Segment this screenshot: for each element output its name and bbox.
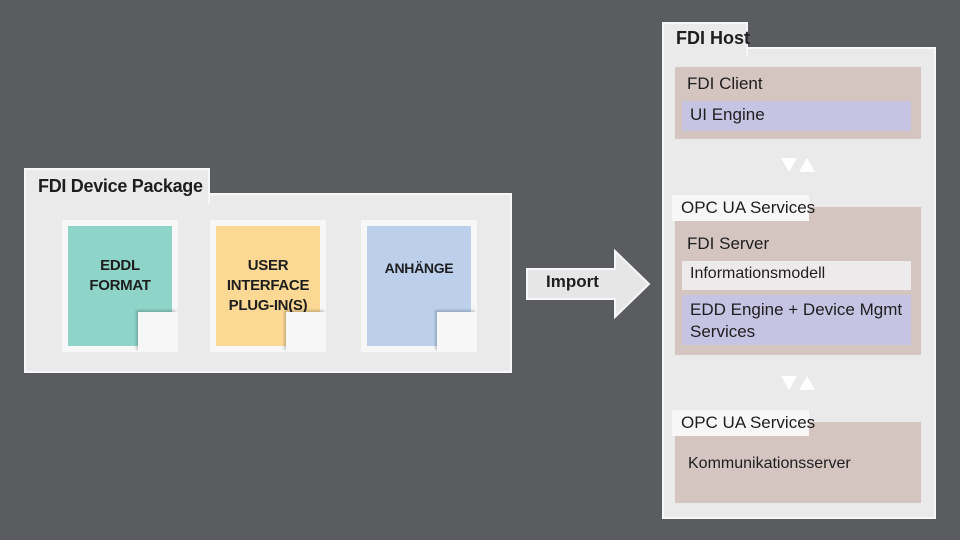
bidirectional-arrows-icon: [781, 158, 815, 172]
anhaenge-document: ANHÄNGE: [361, 220, 477, 352]
import-arrow-icon: [526, 249, 651, 319]
fdi-client-title: FDI Client: [687, 74, 763, 93]
ui-engine-box: [682, 101, 911, 131]
document-label: ANHÄNGE: [384, 260, 454, 276]
page-fold-icon: [138, 312, 178, 352]
edd-engine-label: EDD Engine + Device Mgmt Services: [690, 300, 903, 341]
fdi-host-tab: [662, 22, 748, 56]
user-interface-plugin-document: USER INTERFACE PLUG-IN(S): [210, 220, 326, 352]
device-package-tab: [24, 168, 210, 204]
edd-engine-box: [682, 295, 911, 345]
informationsmodell-label: Informationsmodell: [690, 265, 826, 282]
device-package-title: FDI Device Package: [38, 176, 203, 196]
document-label: USER INTERFACE PLUG-IN(S): [226, 257, 310, 314]
page-fold-icon: [437, 312, 477, 352]
informationsmodell-box: [682, 261, 911, 290]
ui-engine-label: UI Engine: [690, 105, 765, 124]
opc-ua-services-label: OPC UA Services: [681, 198, 816, 217]
eddl-format-document: EDDL FORMAT: [62, 220, 178, 352]
document-label: EDDL FORMAT: [89, 257, 151, 294]
kommunikationsserver-label: Kommunikationsserver: [688, 455, 851, 472]
page-fold-icon: [286, 312, 326, 352]
fdi-host-title: FDI Host: [676, 28, 750, 48]
fdi-server-title: FDI Server: [687, 234, 770, 253]
import-label: Import: [546, 272, 599, 291]
opc-ua-services-tab: [672, 195, 809, 221]
opc-ua-services-label: OPC UA Services: [681, 413, 816, 432]
opc-ua-services-tab: [672, 410, 809, 436]
bidirectional-arrows-icon: [781, 376, 815, 390]
